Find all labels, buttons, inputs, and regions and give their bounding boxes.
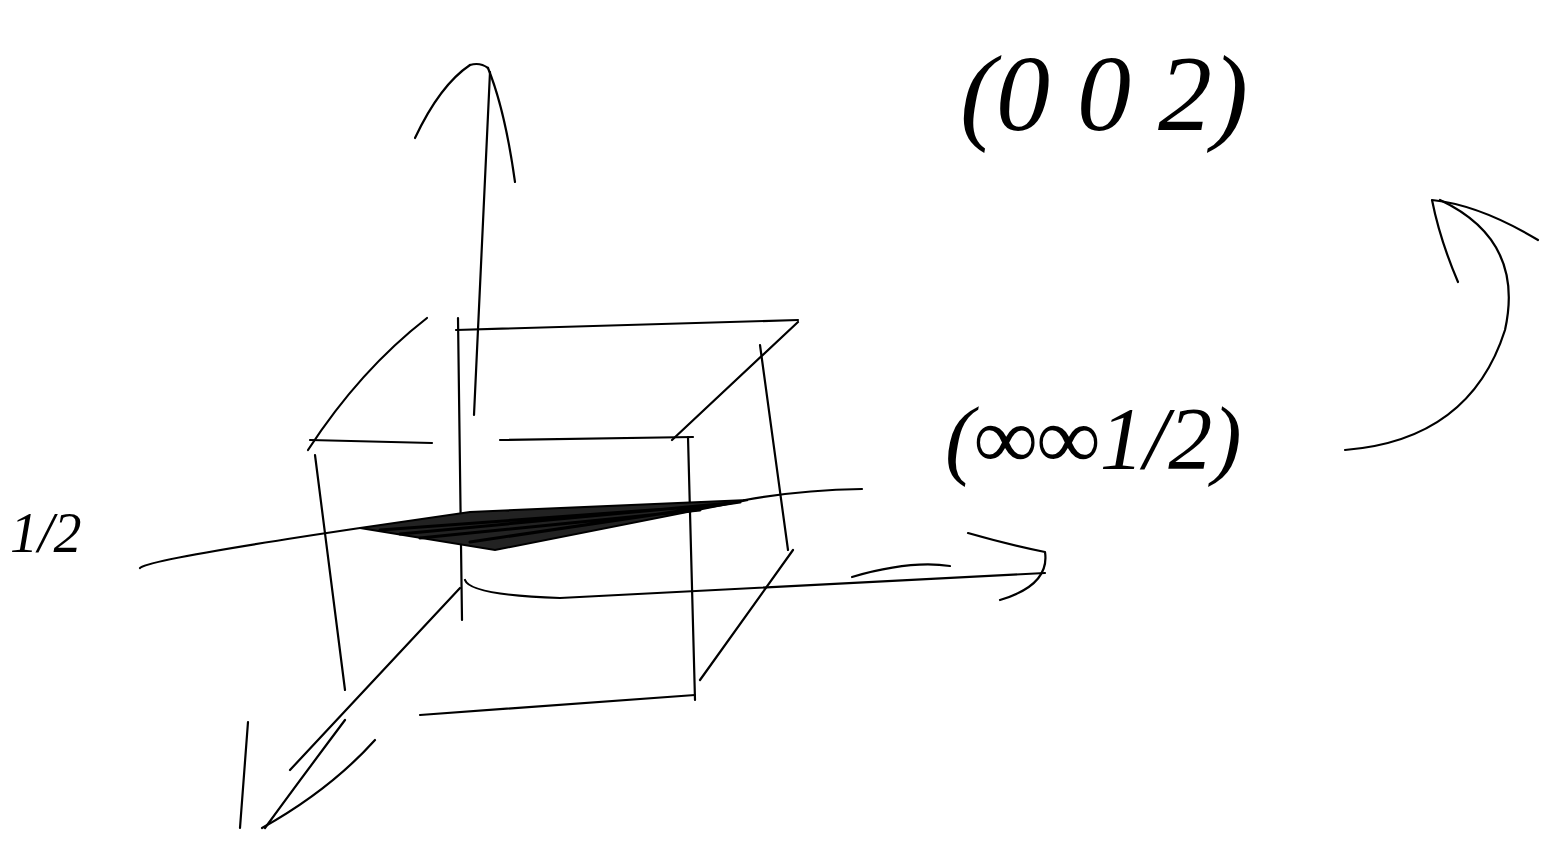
height-label: 1/2 [10,505,82,561]
miller-index: (0 0 2) [960,40,1248,148]
intercept-notation: (∞∞1/2) [945,395,1242,483]
